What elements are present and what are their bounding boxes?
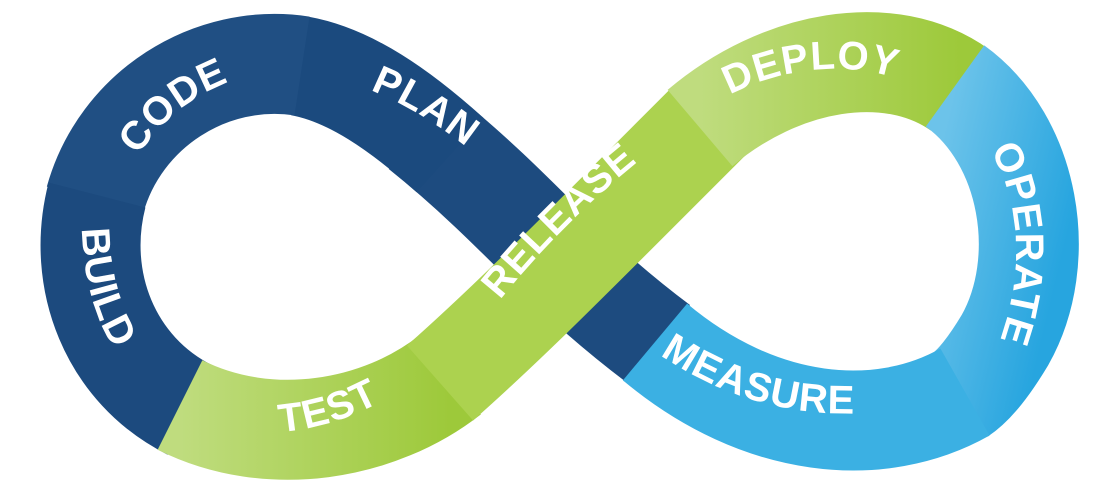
band-code <box>46 13 310 216</box>
band-measure <box>622 303 990 471</box>
band-operate <box>923 45 1079 437</box>
band-test <box>157 334 481 480</box>
band-build <box>40 182 215 455</box>
band-deploy <box>667 12 990 167</box>
band-plan <box>289 16 484 193</box>
band-release <box>406 84 746 421</box>
